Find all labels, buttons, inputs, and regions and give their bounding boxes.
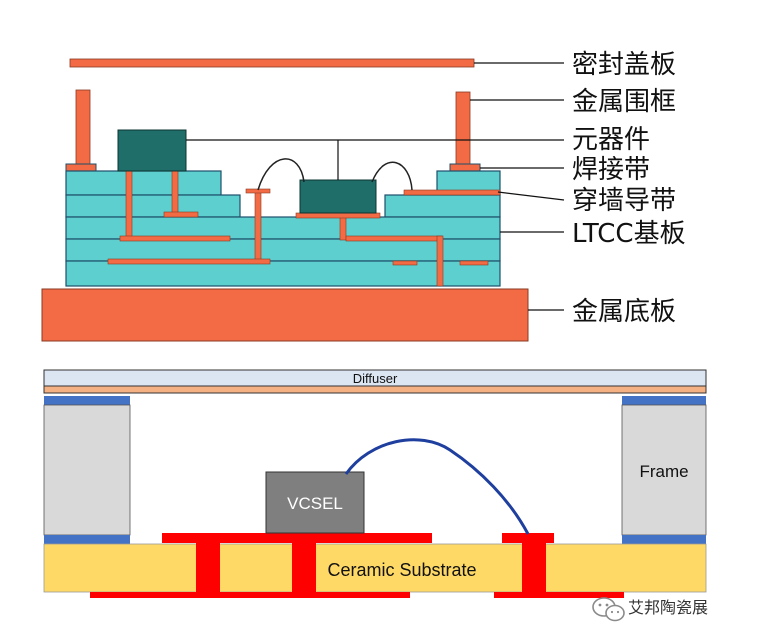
watermark: 艾邦陶瓷展 <box>592 597 708 622</box>
internal-traces <box>107 170 501 287</box>
bond-wire-right <box>371 161 413 191</box>
label-diffuser: Diffuser <box>353 371 398 386</box>
vcsel-chip <box>265 471 365 534</box>
frame-right <box>621 404 707 536</box>
frame-right-bottom-blue <box>622 535 706 544</box>
frame-left-top-blue <box>44 396 130 405</box>
label-feedthrough: 穿墙导带 <box>572 186 676 216</box>
label-seal-lid: 密封盖板 <box>572 50 676 80</box>
solder-strip-right <box>449 163 481 172</box>
bottom-diagram: Diffuser Frame Ceramic Substrate VCSEL <box>43 369 707 598</box>
frame-left-bottom-blue <box>44 535 130 544</box>
leader-lines <box>186 62 565 311</box>
label-vcsel: VCSEL <box>287 494 343 513</box>
label-ltcc-substrate: LTCC基板 <box>572 219 686 249</box>
component-center <box>299 179 377 214</box>
frame-right-top-blue <box>622 396 706 405</box>
bond-wire-left <box>257 158 305 191</box>
vcsel-bond-wire <box>344 438 530 535</box>
ceramic-substrate <box>43 543 707 593</box>
metal-frame-left <box>75 89 91 169</box>
label-solder-strip: 焊接带 <box>572 155 650 185</box>
component-left <box>117 129 187 172</box>
top-diagram: 密封盖板 金属围框 元器件 焊接带 穿墙导带 LTCC基板 金属底板 <box>41 50 686 342</box>
solder-strip-left <box>65 163 97 172</box>
metal-base <box>41 288 529 342</box>
seal-lid <box>69 58 475 68</box>
label-metal-frame: 金属围框 <box>572 87 676 117</box>
substrate-traces <box>90 533 624 598</box>
label-ceramic-substrate: Ceramic Substrate <box>327 560 476 580</box>
diffuser-bond-layer <box>43 385 707 394</box>
label-component: 元器件 <box>572 125 650 155</box>
component-center-pad <box>295 212 381 219</box>
watermark-text: 艾邦陶瓷展 <box>628 598 708 617</box>
label-frame: Frame <box>639 462 688 481</box>
wechat-icon <box>592 597 625 622</box>
metal-frame-right <box>455 91 471 169</box>
frame-left <box>43 404 131 536</box>
label-metal-base: 金属底板 <box>572 297 676 327</box>
feedthrough-strip <box>403 189 501 196</box>
